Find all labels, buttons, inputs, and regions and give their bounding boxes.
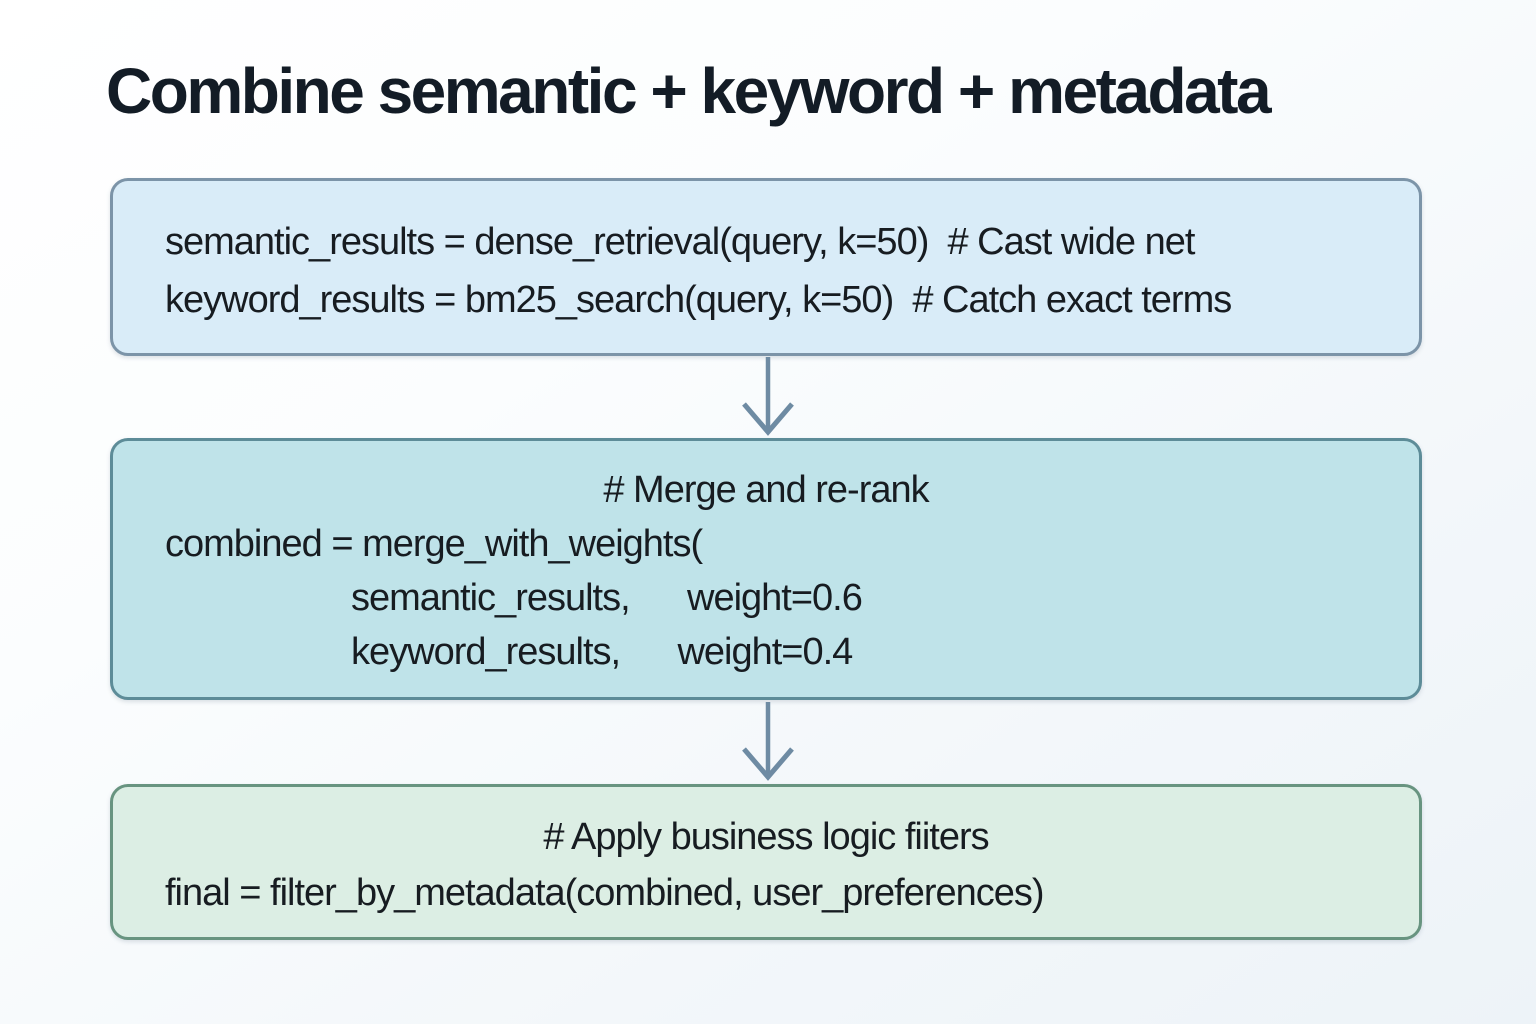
- code-line: keyword_results = bm25_search(query, k=5…: [165, 279, 1232, 321]
- down-arrow-icon: [736, 357, 800, 437]
- code-line: combined = merge_with_weights(: [165, 523, 703, 565]
- page-title: Combine semantic + keyword + metadata: [106, 55, 1272, 127]
- code-line: keyword_results, weight=0.4: [351, 631, 853, 673]
- flow-box-merge: # Merge and re-rank combined = merge_wit…: [110, 438, 1422, 700]
- flow-box-filter: # Apply business logic fiiters final = f…: [110, 784, 1422, 940]
- flow-box-retrieval: semantic_results = dense_retrieval(query…: [110, 178, 1422, 356]
- code-comment-line: # Merge and re-rank: [603, 469, 929, 511]
- code-line: semantic_results = dense_retrieval(query…: [165, 221, 1195, 263]
- code-line: final = filter_by_metadata(combined, use…: [165, 872, 1045, 914]
- code-line: semantic_results, weight=0.6: [351, 577, 863, 619]
- down-arrow-icon: [736, 702, 800, 782]
- code-comment-line: # Apply business logic fiiters: [543, 816, 989, 858]
